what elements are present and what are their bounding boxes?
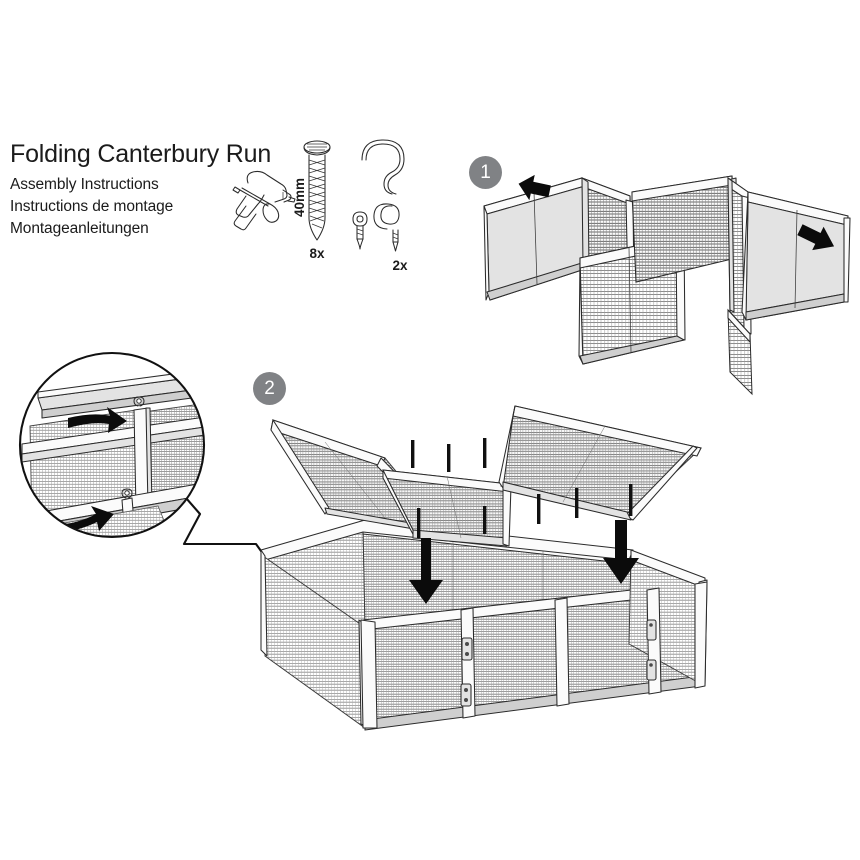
panel-back-right [631, 175, 738, 283]
step-1-badge: 1 [469, 156, 502, 189]
lid-center [382, 469, 512, 547]
drill-and-screwdriver-icon [222, 166, 298, 232]
run-door-hardware [460, 619, 657, 707]
curved-arrow-upper [68, 407, 127, 433]
screw-quantity-label: 8x [309, 246, 325, 261]
arrow-down-right-lid [603, 520, 639, 584]
subtitle-french: Instructions de montage [10, 198, 174, 215]
wood-screw-icon [303, 140, 331, 241]
hook-and-eye-screw-icon [352, 139, 405, 252]
run-wall-front [362, 581, 704, 731]
latch-pin-detail-callout [8, 348, 308, 578]
detail-circle-outline [18, 351, 206, 539]
arrow-down-right [797, 224, 835, 251]
hook-and-eye-part: 2x [350, 138, 422, 273]
panel-far-right [741, 191, 851, 321]
detail-circle-content [20, 353, 204, 537]
arrow-up-left [518, 174, 551, 201]
step-1-illustration [470, 150, 860, 415]
lid-right-open [498, 405, 703, 521]
lid-fixing-pins [411, 438, 633, 538]
run-front-posts [360, 581, 708, 729]
step-2-illustration [255, 398, 735, 768]
panel-right-return [727, 308, 753, 396]
subtitle-german: Montageanleitungen [10, 220, 149, 237]
hook-quantity-label: 2x [392, 258, 408, 273]
wood-screw-part: 40mm 8x [292, 138, 338, 261]
arrow-down-left-lid [409, 538, 443, 604]
screw-length-label: 40mm [292, 177, 308, 218]
panel-far-left [483, 177, 589, 301]
subtitle-english: Assembly Instructions [10, 176, 159, 193]
step-2-badge: 2 [253, 372, 286, 405]
parts-list: 40mm 8x [222, 138, 422, 283]
page-title: Folding Canterbury Run [10, 140, 272, 168]
title-block: Folding Canterbury Run Assembly Instruct… [10, 140, 310, 240]
